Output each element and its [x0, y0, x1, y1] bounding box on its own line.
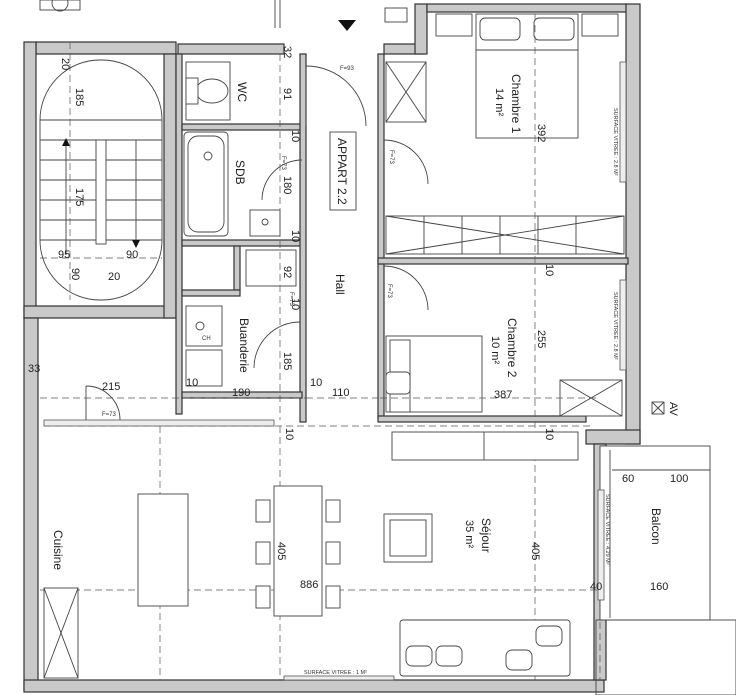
dim-60: 60	[622, 473, 634, 485]
apartment-label-box	[329, 131, 357, 211]
fixture-av: AV	[667, 402, 679, 417]
dim-405-right: 405	[529, 542, 541, 560]
dim-180: 180	[281, 176, 293, 194]
dim-405-left: 405	[275, 542, 287, 560]
room-label-balcon: Balcon	[649, 508, 663, 545]
room-label-sdb: SDB	[233, 160, 247, 185]
glazing-chambre1: SURFACE VITREE : 2.8 M²	[612, 108, 618, 176]
balcon	[595, 445, 736, 695]
dim-886: 886	[300, 579, 318, 591]
glazing-chambre2: SURFACE VITREE : 2.8 M²	[612, 292, 618, 360]
dim-185-buanderie: 185	[281, 352, 293, 370]
dim-10-buanderie-top: 10	[289, 298, 301, 310]
wardrobe-chambre1	[385, 215, 625, 255]
dim-91: 91	[281, 88, 293, 100]
chambre1-room	[383, 13, 627, 255]
room-area-sejour: 35 m²	[463, 520, 475, 548]
room-area-chambre2: 10 m²	[489, 336, 501, 364]
dim-10-sdb: 10	[289, 230, 301, 242]
dim-32: 32	[281, 46, 293, 58]
dim-10-hall: 10	[310, 377, 322, 389]
av-symbol-icon	[651, 401, 665, 415]
room-label-cuisine: Cuisine	[51, 530, 65, 570]
sdb-room	[183, 131, 303, 237]
door-width-cuisine: F=73	[102, 412, 117, 418]
dim-10-buanderie: 10	[186, 377, 198, 389]
dim-215: 215	[102, 381, 120, 393]
door-width-chambre2: F=73	[386, 284, 392, 299]
glazing-sejour-bottom: SURFACE VITREE : 1 M²	[304, 670, 367, 676]
dim-95: 95	[58, 249, 70, 261]
dim-20: 20	[59, 58, 71, 70]
dim-33: 33	[28, 363, 40, 375]
room-label-hall: Hall	[333, 274, 347, 295]
fixture-ch: CH	[202, 336, 211, 342]
dim-255: 255	[535, 330, 547, 348]
buanderie-room	[185, 249, 301, 387]
dim-92: 92	[281, 266, 293, 278]
glazing-sejour-balcon: SURFACE VITREE : 4.29 M²	[604, 494, 610, 565]
wc-room	[185, 61, 367, 127]
room-label-sejour: Séjour	[479, 518, 493, 553]
dim-110: 110	[332, 387, 350, 399]
dim-185: 185	[73, 88, 85, 106]
dim-392: 392	[535, 124, 547, 142]
door-width-chambre1: F=73	[388, 150, 394, 165]
room-area-chambre1: 14 m²	[493, 88, 505, 116]
door-width-entry: F=93	[340, 66, 355, 72]
door-width-buanderie: F=73	[288, 292, 294, 307]
top-context	[39, 0, 408, 31]
dim-190: 190	[232, 387, 250, 399]
entrance-arrow-icon	[338, 20, 356, 31]
dim-10-chambre1: 10	[543, 264, 555, 276]
staircase	[39, 59, 163, 301]
walls	[23, 3, 641, 693]
dim-20-stair: 20	[108, 271, 120, 283]
room-label-chambre2: Chambre 2	[505, 318, 519, 378]
dim-90-stair-right: 90	[126, 249, 138, 261]
dim-175: 175	[73, 188, 85, 206]
dim-10-chambre2: 10	[543, 428, 555, 440]
apartment-label: APPART 2.2	[335, 138, 349, 205]
room-label-buanderie: Buanderie	[237, 318, 251, 373]
room-label-chambre1: Chambre 1	[509, 74, 523, 134]
door-width-sdb: F=73	[280, 156, 286, 171]
dim-387: 387	[494, 389, 512, 401]
dim-40: 40	[590, 581, 602, 593]
dim-10-wc: 10	[289, 130, 301, 142]
dim-160: 160	[650, 581, 668, 593]
dim-100: 100	[670, 473, 688, 485]
room-label-wc: WC	[235, 82, 249, 102]
sejour-room	[43, 385, 579, 681]
dim-10-sejour-top: 10	[283, 428, 295, 440]
dim-90-stair-left: 90	[69, 268, 81, 280]
